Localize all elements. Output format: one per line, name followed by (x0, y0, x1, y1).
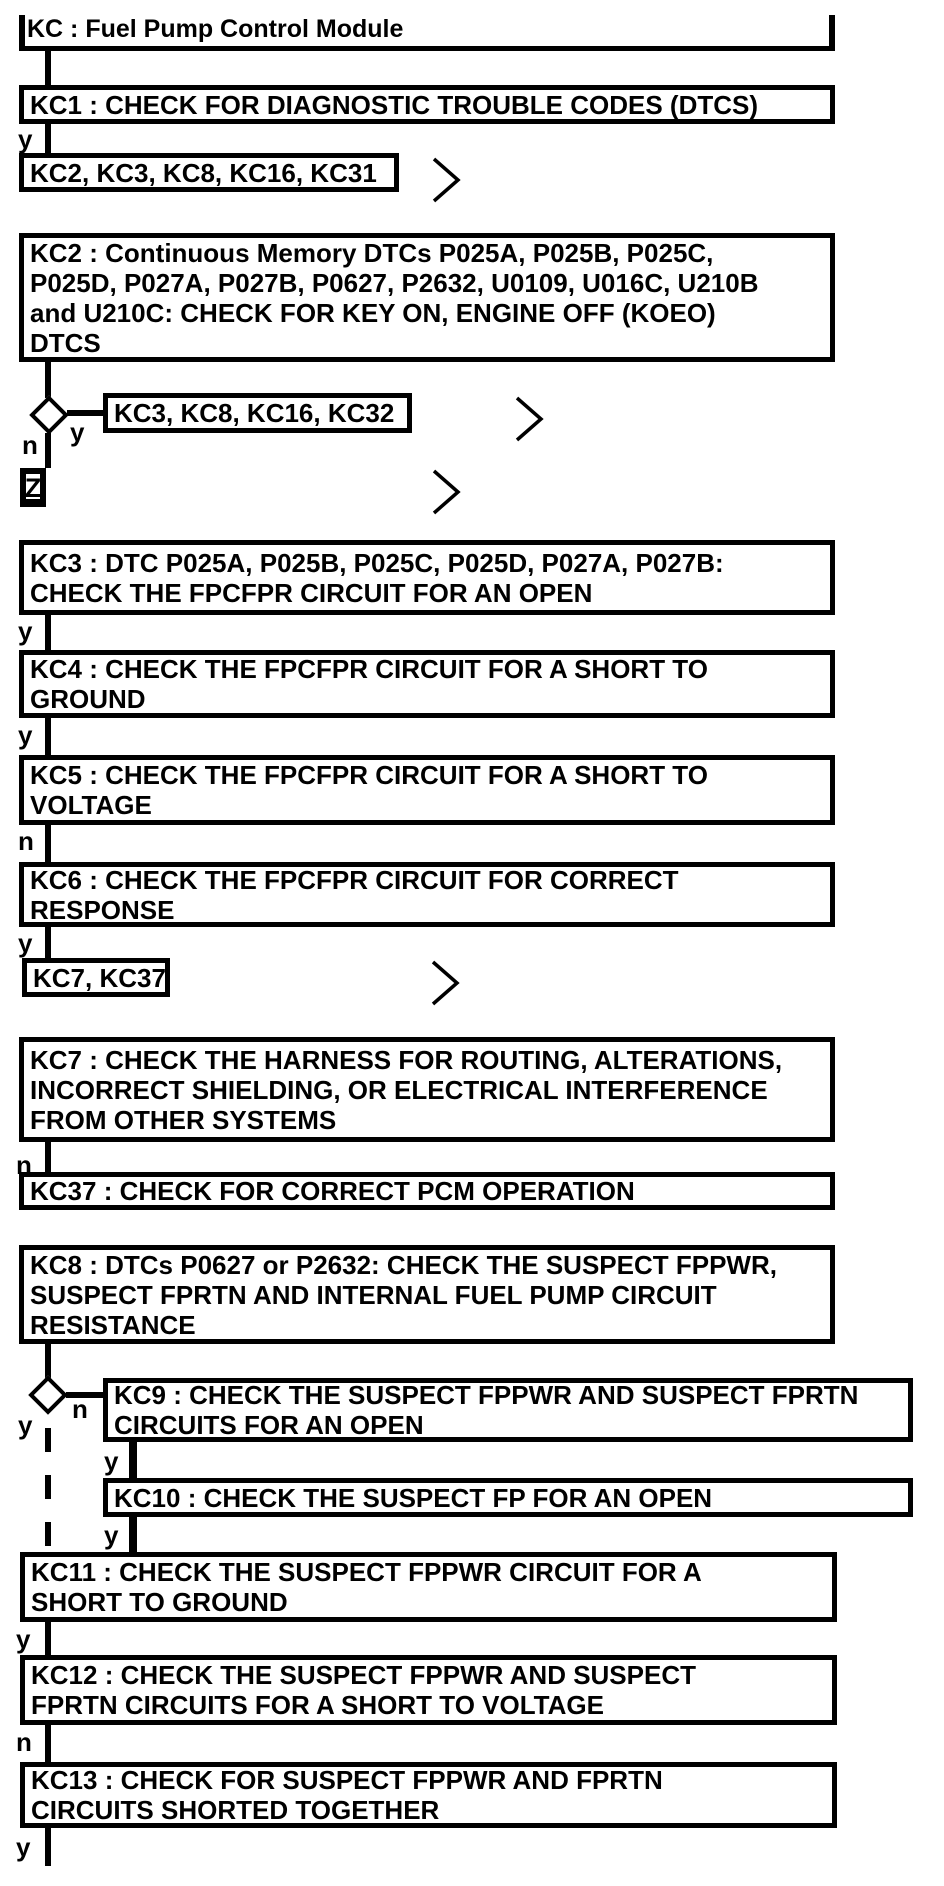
box-text-line: INCORRECT SHIELDING, OR ELECTRICAL INTER… (30, 1074, 768, 1105)
branch-label-y: y (18, 124, 33, 154)
branch-label-n: n (22, 430, 38, 460)
connector-line (66, 1392, 103, 1398)
box-text-line: RESPONSE (30, 894, 175, 925)
box-text-line: CHECK THE FPCFPR CIRCUIT FOR AN OPEN (30, 577, 593, 608)
node-kc1: KC1 : CHECK FOR DIAGNOSTIC TROUBLE CODES… (19, 85, 835, 124)
node-kc12: KC12 : CHECK THE SUSPECT FPPWR AND SUSPE… (20, 1655, 837, 1725)
connector-line (45, 718, 51, 755)
branch-label-y: y (18, 720, 33, 750)
branch-label-y: y (16, 1832, 31, 1862)
box-text-line: KC7, KC37 (33, 962, 166, 993)
connector-line (45, 1828, 51, 1866)
box-text-line: KC2 : Continuous Memory DTCs P025A, P025… (30, 237, 714, 268)
node-kc9: KC9 : CHECK THE SUSPECT FPPWR AND SUSPEC… (103, 1378, 913, 1442)
box-text-line: KC3 : DTC P025A, P025B, P025C, P025D, P0… (30, 547, 724, 578)
branch-label-y: y (70, 417, 85, 447)
off-page-connector-z: Z (20, 468, 46, 507)
box-text-line: FROM OTHER SYSTEMS (30, 1104, 337, 1135)
box-text-line: KC5 : CHECK THE FPCFPR CIRCUIT FOR A SHO… (30, 760, 708, 790)
box-text-line: CIRCUITS SHORTED TOGETHER (31, 1795, 440, 1825)
box-text-line: and U210C: CHECK FOR KEY ON, ENGINE OFF … (30, 297, 716, 328)
connector-line (45, 433, 51, 468)
branch-label-y: y (18, 1410, 33, 1440)
decision-diamond (28, 1375, 68, 1415)
box-text-line: GROUND (30, 684, 146, 714)
node-jump-kc6: KC7, KC37 (22, 958, 170, 997)
branch-label-n: n (16, 1727, 32, 1757)
box-text-line: KC6 : CHECK THE FPCFPR CIRCUIT FOR CORRE… (30, 864, 679, 895)
node-kc5: KC5 : CHECK THE FPCFPR CIRCUIT FOR A SHO… (19, 755, 835, 825)
box-text-line: CIRCUITS FOR AN OPEN (114, 1410, 424, 1440)
box-text-line: FPRTN CIRCUITS FOR A SHORT TO VOLTAGE (31, 1690, 604, 1720)
connector-line (45, 51, 51, 85)
header-underline (19, 46, 835, 51)
connector-line (45, 1142, 51, 1172)
branch-label-y: y (104, 1446, 119, 1476)
box-text-line: KC4 : CHECK THE FPCFPR CIRCUIT FOR A SHO… (30, 654, 708, 684)
continuation-chevron-icon (431, 469, 461, 515)
node-kc2: KC2 : Continuous Memory DTCs P025A, P025… (19, 233, 835, 362)
box-text-line: KC10 : CHECK THE SUSPECT FP FOR AN OPEN (114, 1482, 713, 1513)
page-title: KC : Fuel Pump Control Module (27, 15, 404, 43)
connector-line (45, 1622, 51, 1655)
continuation-chevron-icon (514, 396, 544, 442)
branch-label-y: y (18, 928, 33, 958)
connector-line (129, 1517, 137, 1552)
node-kc10: KC10 : CHECK THE SUSPECT FP FOR AN OPEN (103, 1478, 913, 1517)
node-kc37: KC37 : CHECK FOR CORRECT PCM OPERATION (19, 1172, 835, 1210)
connector-line (45, 124, 51, 153)
branch-label-y: y (16, 1624, 31, 1654)
dashed-connector-line (45, 1428, 51, 1552)
node-kc8: KC8 : DTCs P0627 or P2632: CHECK THE SUS… (19, 1245, 835, 1344)
connector-line (45, 825, 51, 862)
branch-label-n: n (18, 826, 34, 856)
box-text-line: SUSPECT FPRTN AND INTERNAL FUEL PUMP CIR… (30, 1279, 717, 1310)
branch-label-y: y (18, 616, 33, 646)
box-text-line: RESISTANCE (30, 1309, 196, 1340)
continuation-chevron-icon (430, 960, 460, 1006)
box-text-line: KC13 : CHECK FOR SUSPECT FPPWR AND FPRTN (31, 1765, 663, 1795)
connector-line (129, 1442, 137, 1478)
box-text-line: P025D, P027A, P027B, P0627, P2632, U0109… (30, 267, 759, 298)
decision-diamond (29, 395, 69, 435)
box-text-line: KC11 : CHECK THE SUSPECT FPPWR CIRCUIT F… (31, 1557, 702, 1587)
box-text-line: KC8 : DTCs P0627 or P2632: CHECK THE SUS… (30, 1249, 777, 1280)
box-text-line: KC7 : CHECK THE HARNESS FOR ROUTING, ALT… (30, 1044, 783, 1075)
connector-line (45, 362, 51, 398)
branch-label-n: n (16, 1150, 32, 1180)
header-right-stub (829, 15, 835, 51)
node-jump-kc2: KC3, KC8, KC16, KC32 (103, 393, 412, 433)
node-kc6: KC6 : CHECK THE FPCFPR CIRCUIT FOR CORRE… (19, 862, 835, 927)
connector-line (45, 1344, 51, 1379)
box-text-line: SHORT TO GROUND (31, 1587, 288, 1617)
node-kc3: KC3 : DTC P025A, P025B, P025C, P025D, P0… (19, 540, 835, 615)
box-text-line: DTCS (30, 327, 101, 358)
box-text-line: KC1 : CHECK FOR DIAGNOSTIC TROUBLE CODES… (30, 89, 758, 120)
box-text-line: KC3, KC8, KC16, KC32 (114, 398, 395, 428)
node-jump-kc1: KC2, KC3, KC8, KC16, KC31 (19, 153, 399, 192)
connector-line (45, 615, 51, 650)
box-text-line: KC2, KC3, KC8, KC16, KC31 (30, 157, 377, 188)
box-text-line: KC12 : CHECK THE SUSPECT FPPWR AND SUSPE… (31, 1660, 696, 1690)
branch-label-n: n (72, 1394, 88, 1424)
node-kc11: KC11 : CHECK THE SUSPECT FPPWR CIRCUIT F… (20, 1552, 837, 1622)
connector-line (45, 1725, 51, 1762)
header-left-stub (19, 15, 25, 51)
box-text-line: VOLTAGE (30, 790, 152, 820)
connector-line (67, 410, 103, 416)
node-kc4: KC4 : CHECK THE FPCFPR CIRCUIT FOR A SHO… (19, 650, 835, 718)
box-text-line: KC37 : CHECK FOR CORRECT PCM OPERATION (30, 1176, 635, 1206)
continuation-chevron-icon (431, 157, 461, 203)
box-text-line: KC9 : CHECK THE SUSPECT FPPWR AND SUSPEC… (114, 1380, 859, 1410)
node-kc13: KC13 : CHECK FOR SUSPECT FPPWR AND FPRTN… (20, 1762, 837, 1828)
node-kc7: KC7 : CHECK THE HARNESS FOR ROUTING, ALT… (19, 1037, 835, 1142)
box-text-line: Z (24, 472, 42, 503)
branch-label-y: y (104, 1520, 119, 1550)
connector-line (45, 927, 51, 958)
